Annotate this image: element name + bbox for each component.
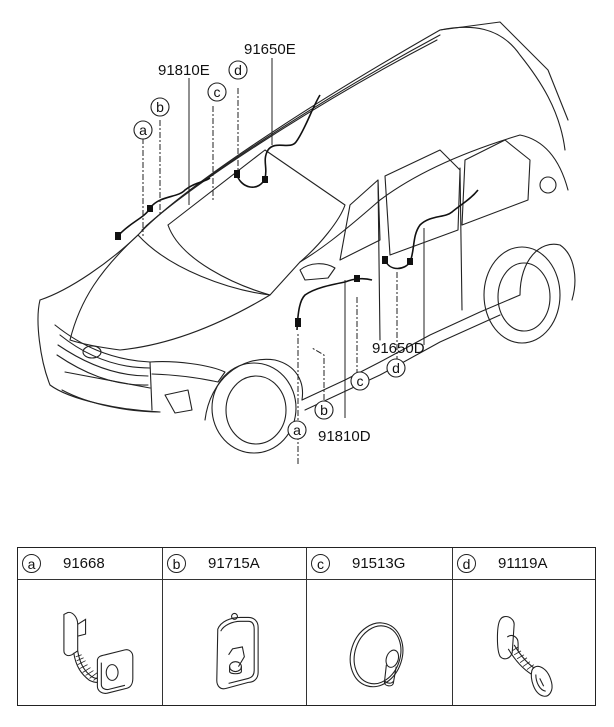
table-header-d: d 91119A: [453, 548, 595, 580]
letter-badge-d: d: [457, 554, 476, 573]
callout-91810E: 91810E: [158, 62, 210, 79]
callout-circle-d-lower: [386, 358, 406, 378]
connector: [382, 256, 388, 264]
letter-callouts: [133, 60, 406, 440]
callout-91810D: 91810D: [318, 428, 371, 445]
bellows-grommet-icon: [63, 611, 134, 694]
callout-circle-a-upper: [133, 120, 153, 140]
callout-circle-a-lower: [287, 420, 307, 440]
callout-circle-c-upper: [207, 82, 227, 102]
table-image-d: [453, 580, 595, 705]
letter-b-upper: b: [156, 99, 164, 115]
connector: [234, 170, 240, 178]
part-number-c: 91513G: [352, 555, 406, 572]
connector: [147, 205, 153, 212]
letter-b-lower: b: [320, 402, 328, 418]
table-header-b: b 91715A: [163, 548, 307, 580]
callout-circle-b-upper: [150, 97, 170, 117]
letter-badge-b: b: [167, 554, 186, 573]
vehicle-outline: [37, 21, 576, 454]
part-number-a: 91668: [63, 555, 105, 572]
connector: [295, 318, 301, 327]
letter-d-lower: d: [392, 360, 400, 376]
connector: [115, 232, 121, 240]
callout-circle-c-lower: [350, 371, 370, 391]
callout-circle-d-upper: [228, 60, 248, 80]
leader-lines: [142, 58, 425, 464]
oval-bellows-grommet-icon: [496, 615, 553, 697]
letter-badge-c: c: [311, 554, 330, 573]
callout-91650E: 91650E: [244, 41, 296, 58]
letter-a-upper: a: [139, 122, 147, 138]
table-image-b: [163, 580, 307, 705]
letter-c-upper: c: [214, 84, 221, 100]
callout-circle-b-lower: [314, 400, 334, 420]
rectangular-grommet-icon: [216, 612, 259, 690]
connector: [354, 275, 360, 282]
part-number-b: 91715A: [208, 555, 260, 572]
harness-91650E: [235, 94, 321, 188]
harness-91650D: [384, 189, 479, 270]
letter-a-lower: a: [293, 422, 301, 438]
connector: [262, 176, 268, 183]
parts-legend-table: a 91668 b 91715A c 91513G d 91119A: [17, 547, 596, 706]
brand-emblem: [82, 345, 102, 359]
vehicle-wiring-diagram: a b c d a b c d 91810E 91650E 91810D 916…: [37, 21, 576, 464]
letter-c-lower: c: [357, 373, 364, 389]
table-header-c: c 91513G: [307, 548, 453, 580]
table-image-c: [307, 580, 453, 705]
table-header-a: a 91668: [18, 548, 163, 580]
harness-91810D: [296, 277, 373, 331]
table-image-a: [18, 580, 163, 705]
harness-connectors: [115, 170, 413, 327]
part-number-d: 91119A: [498, 555, 548, 572]
letter-d-upper: d: [234, 62, 242, 78]
round-grommet-icon: [349, 622, 404, 688]
harness-91810E: [117, 177, 211, 237]
connector: [407, 258, 413, 265]
letter-badge-a: a: [22, 554, 41, 573]
letter-labels: a b c d a b c d: [139, 62, 400, 438]
callout-91650D: 91650D: [372, 340, 425, 357]
part-number-callouts: 91810E 91650E 91810D 91650D: [158, 41, 425, 445]
